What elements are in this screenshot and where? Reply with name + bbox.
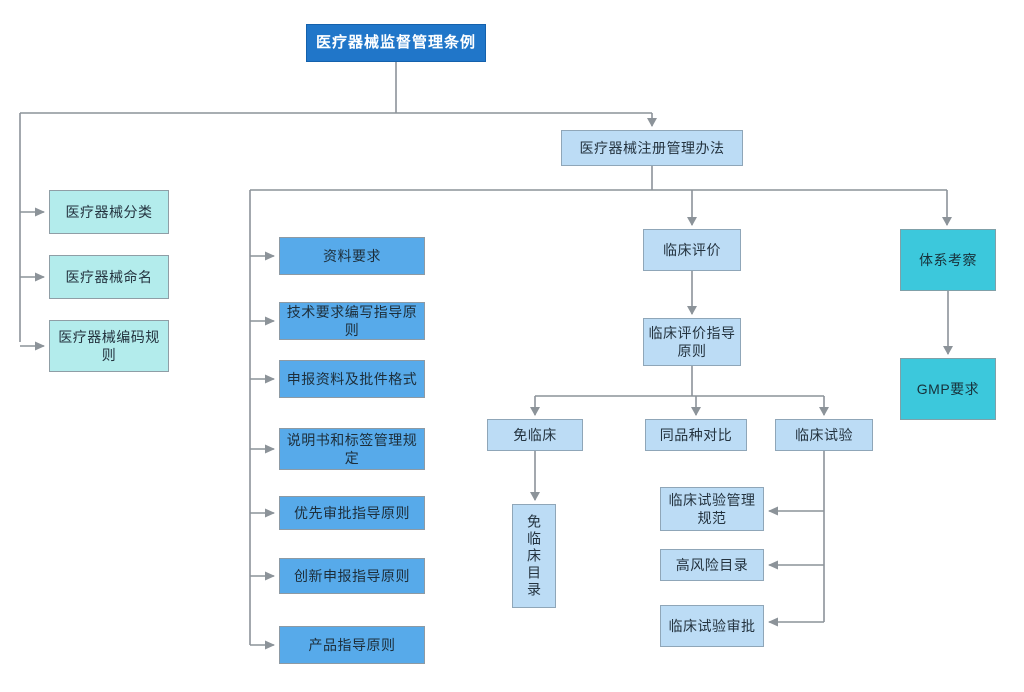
node-exemption-catalog[interactable]: 免临床目录 (512, 504, 556, 608)
node-priority-review[interactable]: 优先审批指导原则 (279, 496, 425, 530)
node-same-product-comparison[interactable]: 同品种对比 (645, 419, 747, 451)
node-high-risk-catalog[interactable]: 高风险目录 (660, 549, 764, 581)
node-clinical-exemption[interactable]: 免临床 (487, 419, 583, 451)
node-dossier-requirements[interactable]: 资料要求 (279, 237, 425, 275)
node-innovation-application[interactable]: 创新申报指导原则 (279, 558, 425, 594)
node-technical-req-guideline[interactable]: 技术要求编写指导原则 (279, 302, 425, 340)
node-trial-management-norms[interactable]: 临床试验管理规范 (660, 487, 764, 531)
node-device-classification[interactable]: 医疗器械分类 (49, 190, 169, 234)
node-clinical-trial[interactable]: 临床试验 (775, 419, 873, 451)
node-clinical-evaluation[interactable]: 临床评价 (643, 229, 741, 271)
node-product-guideline[interactable]: 产品指导原则 (279, 626, 425, 664)
node-registration-measures[interactable]: 医疗器械注册管理办法 (561, 130, 743, 166)
node-system-inspection[interactable]: 体系考察 (900, 229, 996, 291)
node-labeling-regulations[interactable]: 说明书和标签管理规定 (279, 428, 425, 470)
node-device-coding-rules[interactable]: 医疗器械编码规则 (49, 320, 169, 372)
node-submission-format[interactable]: 申报资料及批件格式 (279, 360, 425, 398)
node-device-naming[interactable]: 医疗器械命名 (49, 255, 169, 299)
node-gmp-requirements[interactable]: GMP要求 (900, 358, 996, 420)
node-clinical-eval-guideline[interactable]: 临床评价指导原则 (643, 318, 741, 366)
node-root[interactable]: 医疗器械监督管理条例 (306, 24, 486, 62)
node-trial-approval[interactable]: 临床试验审批 (660, 605, 764, 647)
